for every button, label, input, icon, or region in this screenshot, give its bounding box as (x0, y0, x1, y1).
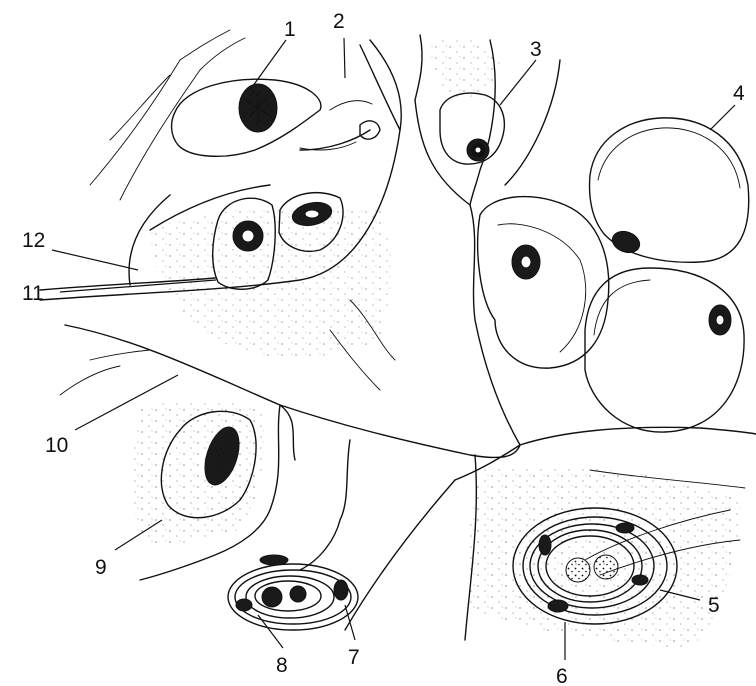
label-10: 10 (45, 434, 68, 457)
foamy-cell-1 (172, 79, 321, 156)
fat-cell-group-4 (478, 118, 749, 432)
label-9: 9 (95, 556, 107, 579)
label-5: 5 (708, 594, 720, 617)
label-2: 2 (333, 10, 345, 33)
fibroblast-2 (300, 101, 380, 150)
label-3: 3 (530, 38, 542, 61)
label-4: 4 (733, 82, 745, 105)
label-11: 11 (22, 282, 44, 305)
label-7: 7 (348, 646, 360, 669)
label-12: 12 (22, 229, 45, 252)
label-6: 6 (556, 665, 568, 686)
small-vessel-7-8 (228, 555, 358, 630)
label-8: 8 (276, 654, 288, 677)
label-1: 1 (284, 18, 296, 41)
